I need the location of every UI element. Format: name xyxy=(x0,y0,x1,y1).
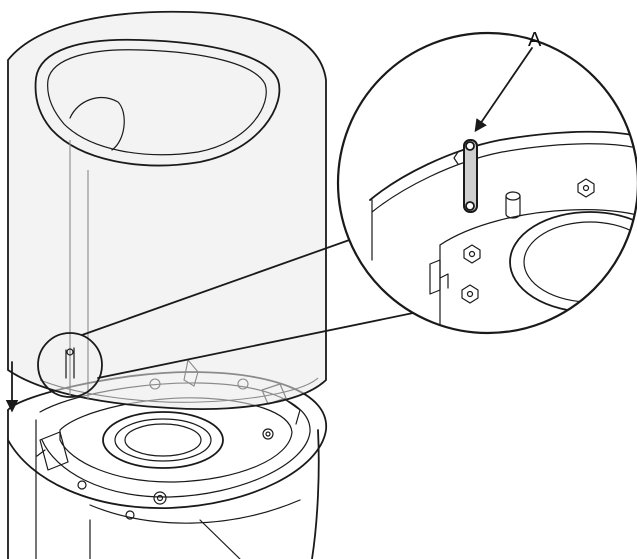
leader-line-top xyxy=(81,237,356,336)
base-bolts xyxy=(77,428,274,520)
part-a-bracket xyxy=(453,139,478,213)
detail-source-circle xyxy=(37,332,103,398)
callout-label-a: A xyxy=(528,29,542,51)
zoom-bolts xyxy=(461,178,595,304)
zoom-detail-circle xyxy=(336,31,637,335)
cover-shell xyxy=(7,10,327,410)
leader-line-bottom xyxy=(97,311,419,379)
callout-pointer xyxy=(474,47,533,133)
